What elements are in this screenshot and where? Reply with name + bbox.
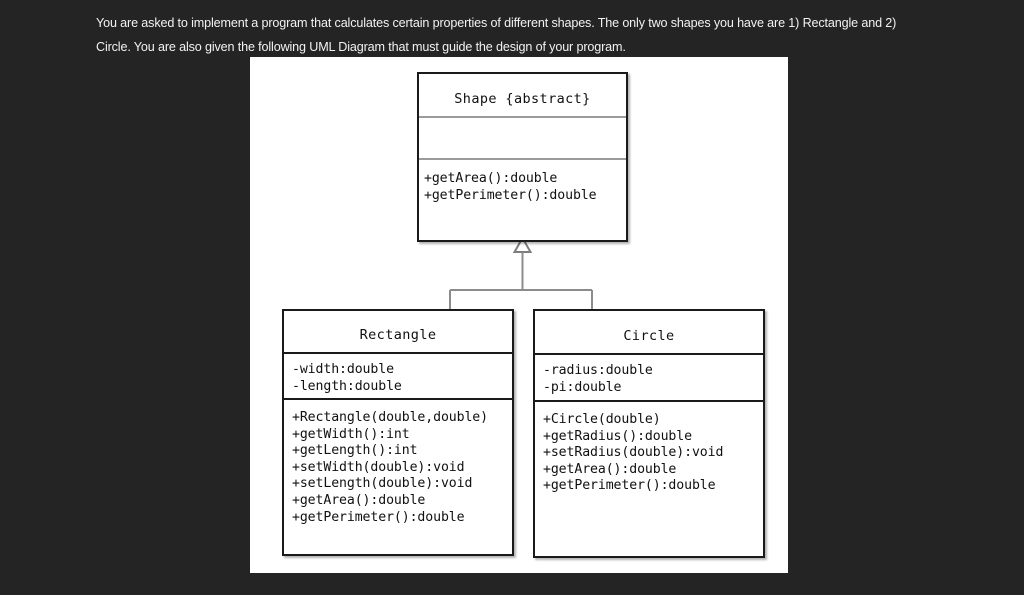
shape-methods-compartment: +getArea():double +getPerimeter():double — [424, 171, 597, 203]
shape-class-name: Shape {abstract} — [419, 74, 626, 118]
circle-attributes-compartment: -radius:double -pi:double — [535, 355, 763, 402]
circle-methods-compartment: +Circle(double) +getRadius():double +set… — [543, 412, 724, 494]
uml-class-shape[interactable]: Shape {abstract} +getArea():double +getP… — [417, 72, 628, 242]
uml-class-rectangle[interactable]: Rectangle -width:double -length:double +… — [282, 309, 514, 556]
prompt-text: You are asked to implement a program tha… — [96, 15, 897, 54]
rectangle-methods-compartment: +Rectangle(double,double) +getWidth():in… — [292, 410, 488, 525]
rectangle-class-name: Rectangle — [284, 311, 512, 354]
circle-class-name: Circle — [535, 311, 763, 355]
shape-attributes-compartment — [419, 118, 626, 160]
uml-diagram-canvas: Shape {abstract} +getArea():double +getP… — [250, 57, 788, 573]
uml-class-circle[interactable]: Circle -radius:double -pi:double +Circle… — [533, 309, 765, 558]
rectangle-attributes-compartment: -width:double -length:double — [284, 354, 512, 400]
